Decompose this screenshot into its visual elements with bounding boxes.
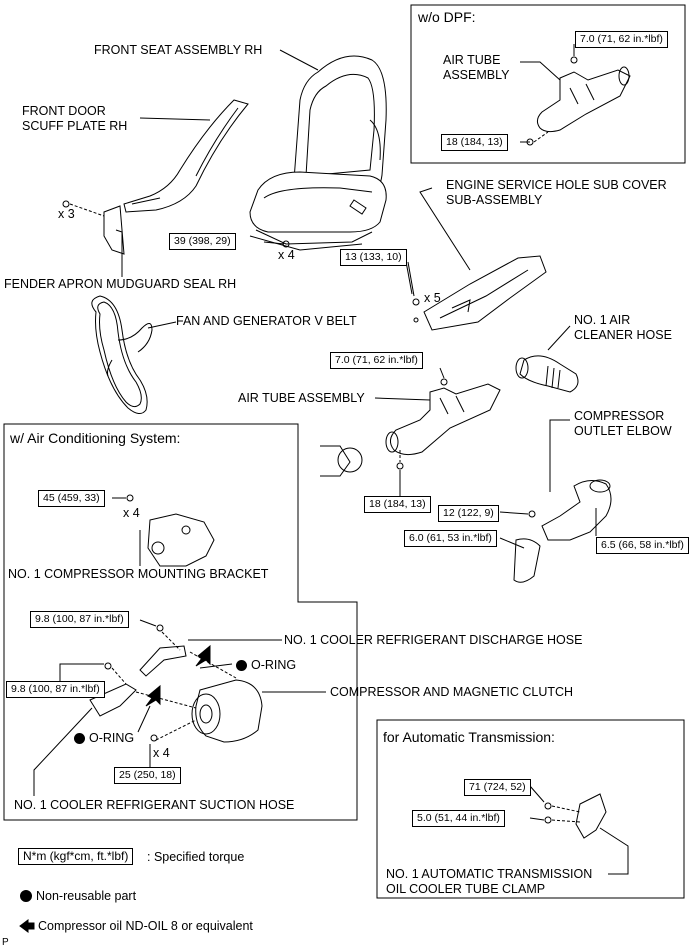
service-cover-drawing (412, 255, 547, 331)
leader-oring-upper (199, 663, 233, 669)
discharge-hose-drawing (139, 624, 237, 679)
label-clamp: NO. 1 AUTOMATIC TRANSMISSION OIL COOLER … (386, 867, 593, 896)
air-tube-drawing (320, 378, 501, 477)
suction-hose-drawing (89, 662, 197, 717)
torque-bracket: 45 (459, 33) (38, 490, 105, 507)
v-belt-drawing (91, 295, 153, 414)
torque-at-bottom: 5.0 (51, 44 in.*lbf) (412, 810, 505, 827)
leader-tq-discharge (139, 619, 157, 627)
label-v-belt: FAN AND GENERATOR V BELT (176, 314, 357, 328)
oil-arrow-upper-icon (195, 644, 211, 667)
label-dpf-air-tube: AIR TUBE ASSEMBLY (443, 53, 510, 82)
torque-tube-bottom: 18 (184, 13) (364, 496, 431, 513)
o-ring-lower-text: O-RING (89, 731, 135, 745)
box-title-dpf: w/o DPF: (418, 9, 476, 25)
legend-torque-unit: N*m (kgf*cm, ft.*lbf) (18, 848, 134, 865)
torque-tube-top: 7.0 (71, 62 in.*lbf) (330, 352, 423, 369)
leader-tq-seat (263, 241, 285, 245)
label-air-tube: AIR TUBE ASSEMBLY (238, 391, 365, 405)
label-service-cover: ENGINE SERVICE HOLE SUB COVER SUB-ASSEMB… (446, 178, 667, 207)
box-at-outline (376, 719, 685, 899)
label-suction-hose: NO. 1 COOLER REFRIGERANT SUCTION HOSE (14, 798, 295, 812)
dpf-air-tube-drawing (526, 56, 631, 146)
label-front-seat: FRONT SEAT ASSEMBLY RH (94, 43, 263, 57)
leader-tq-elbow-hose (499, 537, 525, 549)
box-title-at: for Automatic Transmission: (383, 729, 555, 745)
leader-clamp (599, 827, 629, 875)
torque-dpf-bottom: 18 (184, 13) (441, 134, 508, 151)
leader-cover (419, 187, 471, 271)
torque-elbow-hose: 6.0 (61, 53 in.*lbf) (404, 530, 497, 547)
leader-tq-at-top (529, 785, 545, 803)
torque-elbow-right: 6.5 (66, 58 in.*lbf) (596, 537, 689, 554)
torque-seat: 39 (398, 29) (169, 233, 236, 250)
clamp-drawing (544, 793, 607, 839)
leader-dpf-tube (520, 61, 561, 81)
label-discharge-hose: NO. 1 COOLER REFRIGERANT DISCHARGE HOSE (284, 633, 583, 647)
non-reusable-dot-icon (74, 732, 85, 744)
leader-cover-bolt (407, 261, 415, 297)
box-dpf-outline (410, 4, 686, 164)
leader-air-cleaner (547, 325, 571, 351)
leader-front-seat (279, 49, 319, 71)
torque-compressor: 25 (250, 18) (114, 767, 181, 784)
leader-tq-tube-top (439, 367, 445, 379)
oil-arrow-legend-icon (19, 919, 35, 933)
air-cleaner-hose-drawing (515, 355, 579, 393)
torque-cover: 13 (133, 10) (340, 249, 407, 266)
leader-scuff (139, 117, 211, 121)
label-elbow: COMPRESSOR OUTLET ELBOW (574, 409, 672, 438)
label-o-ring-lower: O-RING (74, 731, 134, 745)
leader-tq-elbow-left (499, 511, 529, 515)
non-reusable-dot-icon (20, 890, 32, 902)
torque-discharge: 9.8 (100, 87 in.*lbf) (30, 611, 129, 628)
o-ring-upper-text: O-RING (251, 658, 297, 672)
count-cover: x 5 (424, 291, 441, 305)
leader-tq-at-bottom (529, 817, 545, 821)
torque-elbow-left: 12 (122, 9) (438, 505, 499, 522)
front-seat-drawing (249, 55, 387, 251)
leader-suction (33, 707, 93, 796)
label-compressor: COMPRESSOR AND MAGNETIC CLUTCH (330, 685, 574, 699)
count-bracket: x 4 (123, 506, 140, 520)
compressor-drawing (150, 679, 263, 743)
legend-oil: Compressor oil ND-OIL 8 or equivalent (38, 919, 253, 933)
count-seat: x 4 (278, 248, 295, 262)
label-air-cleaner-hose: NO. 1 AIR CLEANER HOSE (574, 313, 672, 342)
count-compressor: x 4 (153, 746, 170, 760)
leader-air-tube (374, 397, 431, 401)
legend-torque-text: : Specified torque (147, 850, 245, 864)
count-mudguard: x 3 (58, 207, 75, 221)
bracket-drawing (126, 494, 215, 567)
label-scuff-plate: FRONT DOOR SCUFF PLATE RH (22, 104, 128, 133)
scuff-plate-drawing (123, 99, 249, 213)
leader-elbow (549, 419, 570, 492)
mudguard-drawing (62, 200, 125, 266)
leader-oring-lower (137, 705, 151, 733)
label-o-ring-upper: O-RING (236, 658, 296, 672)
non-reusable-dot-icon (236, 659, 247, 671)
leader-belt (147, 321, 177, 329)
label-bracket: NO. 1 COMPRESSOR MOUNTING BRACKET (8, 567, 269, 581)
oil-arrow-lower-icon (145, 684, 161, 707)
footer-code: P (2, 937, 9, 948)
leader-tq-suction (59, 663, 104, 682)
elbow-drawing (513, 479, 612, 583)
torque-dpf-top: 7.0 (71, 62 in.*lbf) (575, 31, 668, 48)
torque-at-top: 71 (724, 52) (464, 779, 531, 796)
box-ac-outline (3, 423, 358, 821)
legend-non-reusable: Non-reusable part (36, 889, 137, 903)
torque-suction: 9.8 (100, 87 in.*lbf) (6, 681, 105, 698)
box-title-ac: w/ Air Conditioning System: (10, 430, 181, 446)
label-mudguard: FENDER APRON MUDGUARD SEAL RH (4, 277, 237, 291)
